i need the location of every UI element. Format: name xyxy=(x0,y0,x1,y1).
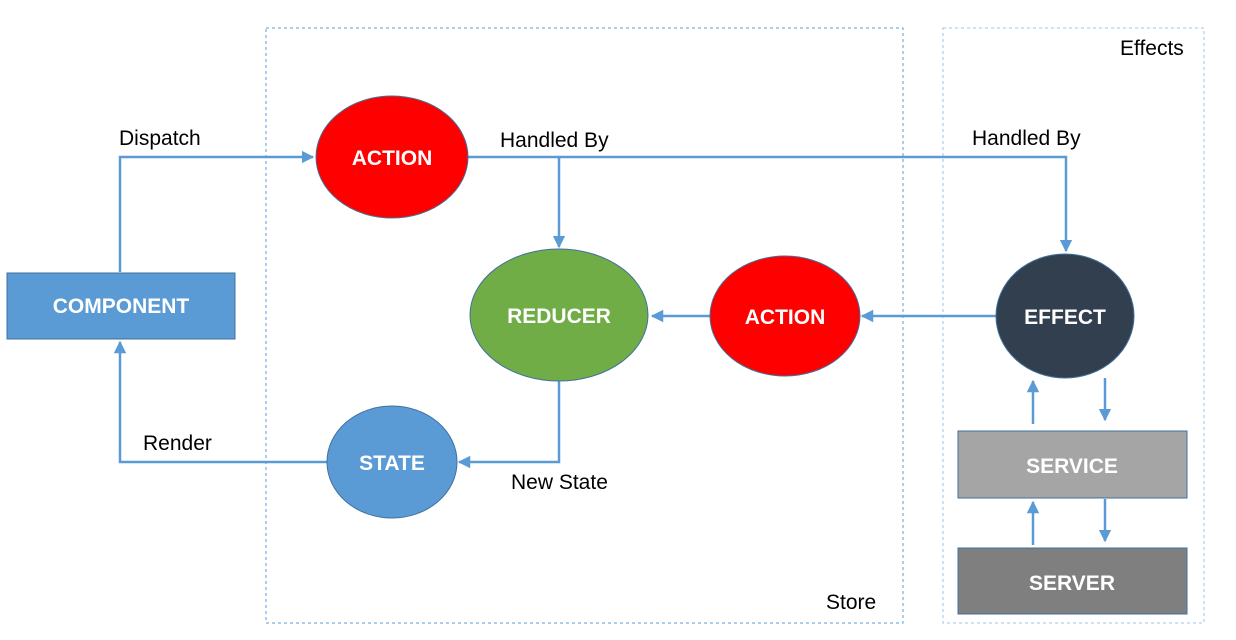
dispatch-edge xyxy=(118,150,315,272)
effect-node: EFFECT xyxy=(995,253,1135,379)
service-node: SERVICE xyxy=(957,430,1188,499)
action-dispatch-ellipse xyxy=(315,95,469,219)
new-state-label: New State xyxy=(511,471,608,494)
reducer-ellipse xyxy=(469,248,649,382)
effects-group xyxy=(942,27,1205,624)
action-dispatch-label: ACTION xyxy=(352,147,433,170)
reducer-label: REDUCER xyxy=(507,305,611,328)
server-box xyxy=(957,547,1188,615)
handled-by-reducer-label: Handled By xyxy=(500,129,609,152)
action-to-effect-edge xyxy=(468,155,1073,253)
action-dispatch-node: ACTION xyxy=(315,95,469,219)
dispatch-label: Dispatch xyxy=(119,127,201,150)
state-ellipse xyxy=(326,405,458,519)
server-node: SERVER xyxy=(957,547,1188,615)
component-node: COMPONENT xyxy=(6,272,236,340)
server-label: SERVER xyxy=(1029,572,1115,595)
state-node: STATE xyxy=(326,405,458,519)
service-label: SERVICE xyxy=(1026,455,1118,478)
new-state-edge xyxy=(457,381,561,469)
handled-by-effect-label: Handled By xyxy=(972,127,1081,150)
action-effect-ellipse xyxy=(709,255,861,377)
component-box xyxy=(6,272,236,340)
store-group xyxy=(265,27,904,624)
effect-label: EFFECT xyxy=(1024,306,1106,329)
render-label: Render xyxy=(143,432,212,455)
reducer-node: REDUCER xyxy=(469,248,649,382)
effect-ellipse xyxy=(995,253,1135,379)
component-label: COMPONENT xyxy=(53,295,190,318)
service-box xyxy=(957,430,1188,499)
state-label: STATE xyxy=(359,452,425,475)
render-edge xyxy=(113,340,327,464)
store-group-label: Store xyxy=(826,591,876,614)
action-effect-label: ACTION xyxy=(745,306,826,329)
action-effect-node: ACTION xyxy=(709,255,861,377)
effects-group-label: Effects xyxy=(1120,37,1184,60)
